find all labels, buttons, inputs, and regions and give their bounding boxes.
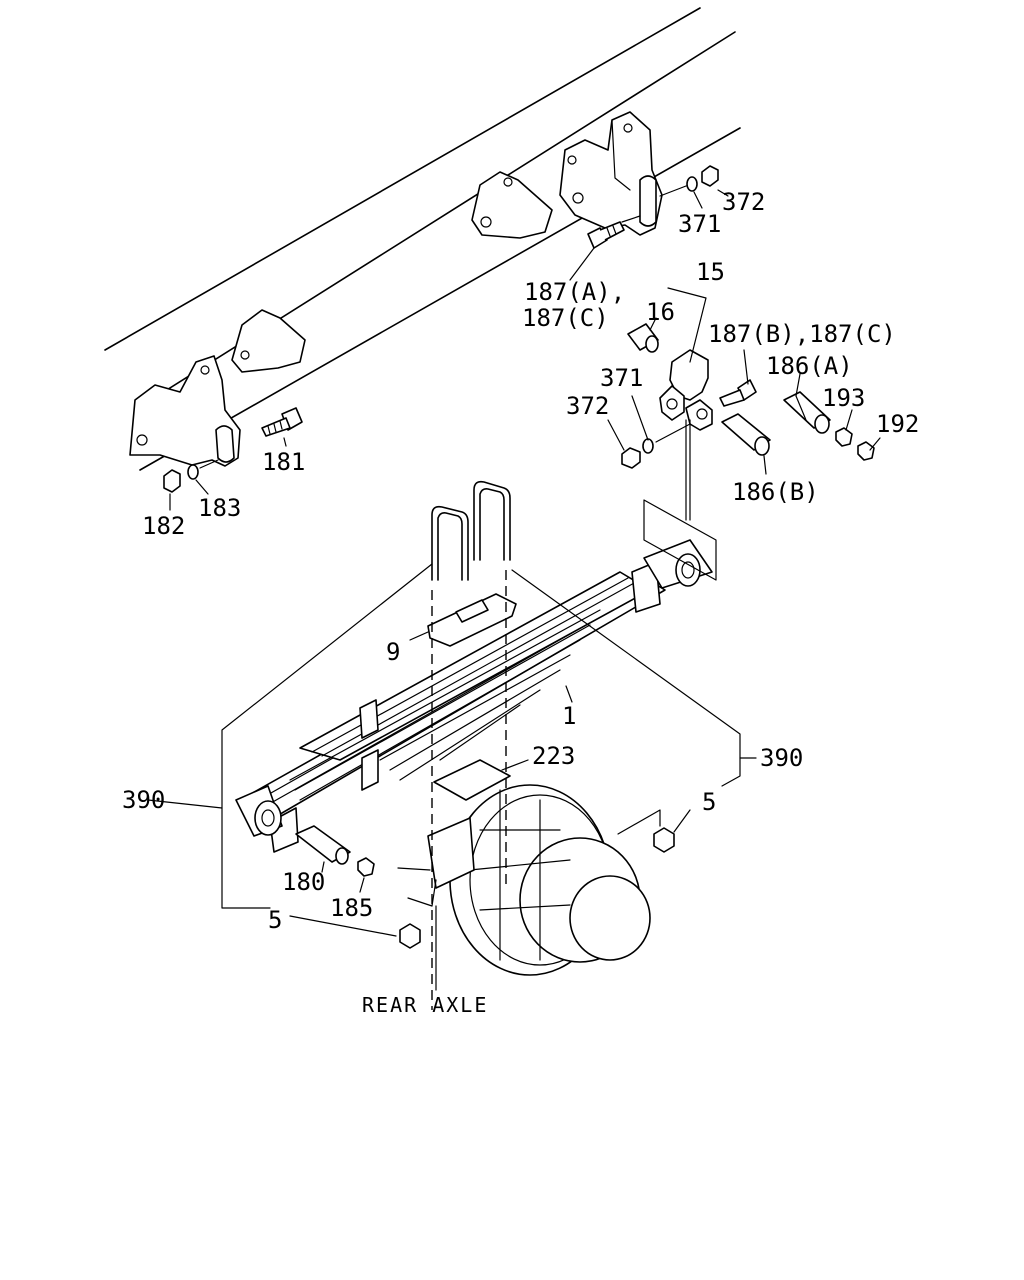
label-15: 15	[696, 258, 725, 286]
label-193: 193	[822, 384, 865, 412]
label-371-mid: 371	[600, 364, 643, 392]
label-5-right: 5	[702, 788, 716, 816]
callout-labels: 372 371 187(A), 187(C) 15 16 187(B),187(…	[122, 188, 919, 1017]
plate-223	[433, 759, 511, 801]
label-390-right: 390	[760, 744, 803, 772]
center-lines	[431, 570, 507, 1010]
label-187a: 187(A),	[524, 278, 625, 306]
label-1: 1	[562, 702, 576, 730]
bolt-187a	[587, 215, 641, 249]
label-9: 9	[386, 638, 400, 666]
front-hanger-bracket	[129, 309, 306, 467]
label-186b: 186(B)	[732, 478, 819, 506]
shackle-assembly	[621, 323, 875, 521]
label-5-left: 5	[268, 906, 282, 934]
nut-washer-front	[163, 459, 219, 493]
label-180: 180	[282, 868, 325, 896]
label-372-top: 372	[722, 188, 765, 216]
pin-180	[295, 825, 351, 865]
label-371-top: 371	[678, 210, 721, 238]
label-372-mid: 372	[566, 392, 609, 420]
label-16: 16	[646, 298, 675, 326]
label-rear-axle: REAR AXLE	[362, 993, 488, 1017]
label-181: 181	[262, 448, 305, 476]
u-bolts	[431, 480, 511, 581]
label-390-left: 390	[122, 786, 165, 814]
label-185: 185	[330, 894, 373, 922]
label-223: 223	[532, 742, 575, 770]
nut-5-left	[399, 923, 421, 949]
bolt-181	[261, 407, 303, 437]
label-186a: 186(A)	[766, 352, 853, 380]
nut-5-right	[653, 827, 675, 853]
leader-lines	[147, 189, 881, 991]
spring-seat	[427, 593, 517, 647]
rear-hanger-bracket	[471, 111, 663, 239]
leaf-spring	[235, 499, 717, 853]
label-182: 182	[142, 512, 185, 540]
washer-nut-top	[659, 165, 719, 197]
label-187c-under-187a: 187(C)	[522, 304, 609, 332]
rear-axle-hub	[397, 784, 661, 976]
bolt-185	[357, 857, 375, 877]
label-192: 192	[876, 410, 919, 438]
label-183: 183	[198, 494, 241, 522]
label-187b-187c: 187(B),187(C)	[708, 320, 896, 348]
